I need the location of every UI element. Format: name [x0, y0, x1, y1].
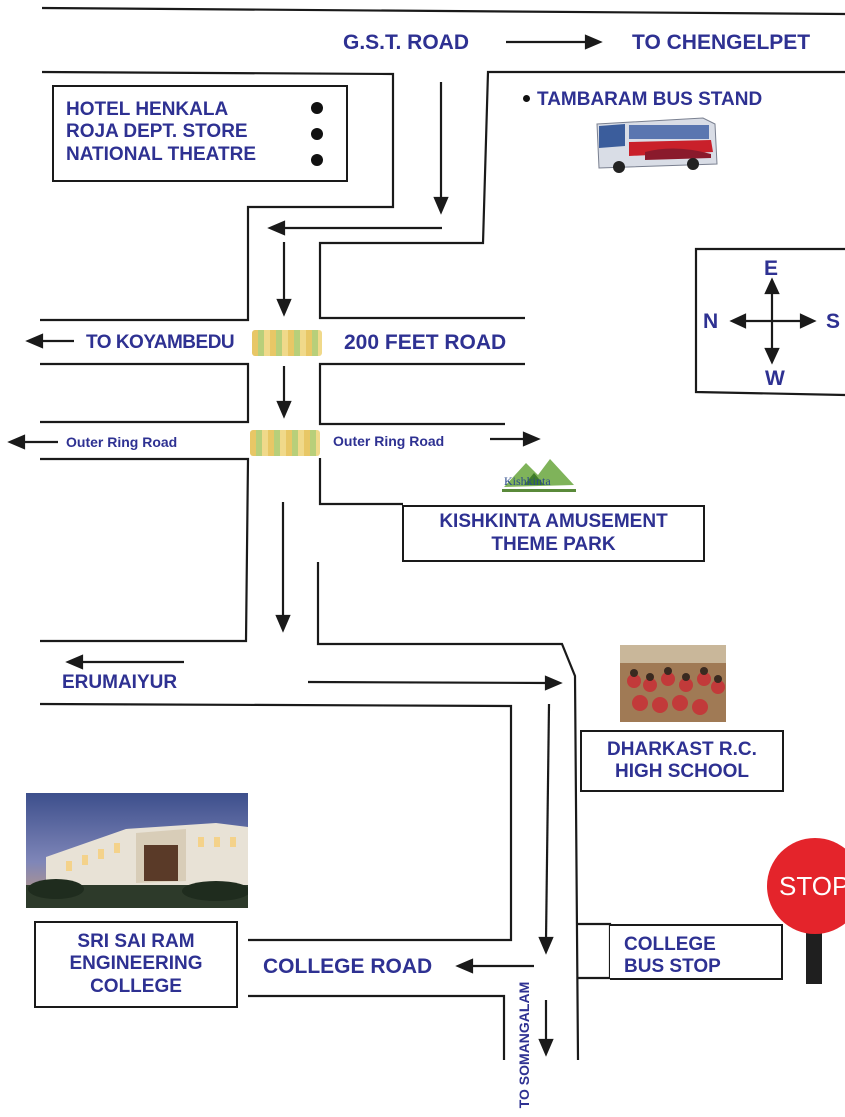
gst-road-top-edge: [41, 6, 845, 16]
outer-ring-road-left-label: Outer Ring Road: [66, 434, 178, 450]
feet-road-label: 200 FEET ROAD: [344, 331, 507, 354]
to-chengelpet-label: TO CHENGELPET: [632, 31, 811, 54]
bus-stop-line1: COLLEGE: [624, 934, 716, 955]
college-line1: SRI SAI RAM: [77, 930, 195, 952]
erumaiyur-road-lower-edge: [39, 702, 513, 942]
tambaram-bus-stand-label: TAMBARAM BUS STAND: [537, 89, 763, 110]
arrow-to-chengelpet: [584, 34, 603, 50]
compass-arrow-south: [799, 313, 817, 329]
feet-road-lower-left-edge: [40, 362, 250, 424]
school-picture: [620, 645, 726, 722]
bus-picture: [585, 112, 722, 176]
school-box: DHARKAST R.C. HIGH SCHOOL: [580, 730, 784, 792]
landmark-hotel-henkala: HOTEL HENKALA: [66, 99, 229, 120]
college-box: SRI SAI RAM ENGINEERING COLLEGE: [34, 921, 238, 1008]
feet-road-lower-right-edge: [318, 362, 525, 426]
flyover-bridge: [252, 330, 322, 356]
college-line2: ENGINEERING: [69, 953, 203, 975]
kishkinta-logo-text: Kishkinta: [504, 474, 551, 488]
kishkinta-line1: KISHKINTA AMUSEMENT: [439, 511, 668, 533]
bus-stand-bullet: [523, 95, 530, 102]
bullet-dot: [311, 154, 323, 166]
outer-ring-lower-left-edge: [40, 457, 250, 643]
gst-road-right-outline: [318, 70, 845, 320]
stop-sign: STOP: [767, 838, 845, 934]
stop-sign-text: STOP: [779, 870, 845, 901]
compass-south-label: S: [826, 310, 841, 333]
bullet-dot: [311, 128, 323, 140]
landmarks-list: HOTEL HENKALA ROJA DEPT. STORE NATIONAL …: [66, 99, 256, 166]
school-line1: DHARKAST R.C.: [607, 738, 757, 760]
compass-arrow-north: [729, 313, 747, 329]
to-koyambedu-label: TO KOYAMBEDU: [86, 332, 235, 353]
to-somangalam-label: TO SOMANGALAM: [516, 981, 532, 1109]
compass-north-label: N: [703, 310, 719, 333]
erumaiyur-label: ERUMAIYUR: [62, 672, 178, 693]
landmark-national-theatre: NATIONAL THEATRE: [66, 143, 256, 165]
bus-stop-connector: [578, 922, 612, 980]
flyover-bridge: [250, 430, 320, 456]
bus-stop-box: COLLEGE BUS STOP: [610, 924, 783, 980]
college-line3: COLLEGE: [90, 975, 182, 997]
kishkinta-logo: Kishkinta: [494, 455, 584, 503]
college-road-lower-edge: [248, 994, 506, 1060]
kishkinta-box: KISHKINTA AMUSEMENT THEME PARK: [402, 505, 705, 562]
compass-arrow-west: [764, 347, 780, 365]
bus-stop-line2: BUS STOP: [624, 956, 721, 978]
gst-road-left-outline: [40, 70, 395, 322]
compass-arrow-east: [764, 277, 780, 295]
bus-stop-text: COLLEGE BUS STOP: [624, 934, 721, 979]
landmarks-box: HOTEL HENKALA ROJA DEPT. STORE NATIONAL …: [52, 85, 348, 182]
compass-east-label: E: [764, 257, 779, 280]
outer-ring-lower-right-edge: [318, 458, 403, 506]
kishkinta-line2: THEME PARK: [491, 533, 616, 555]
east-road-edge: [316, 562, 580, 1061]
gst-road-label: G.S.T. ROAD: [343, 31, 470, 54]
landmark-roja-dept-store: ROJA DEPT. STORE: [66, 121, 248, 143]
school-line2: HIGH SCHOOL: [614, 761, 750, 782]
bullet-dot: [311, 102, 323, 114]
college-picture: [26, 793, 248, 908]
compass-frame: [694, 247, 845, 397]
college-road-label: COLLEGE ROAD: [263, 955, 433, 978]
outer-ring-road-right-label: Outer Ring Road: [333, 433, 445, 449]
compass-west-label: W: [765, 367, 785, 390]
